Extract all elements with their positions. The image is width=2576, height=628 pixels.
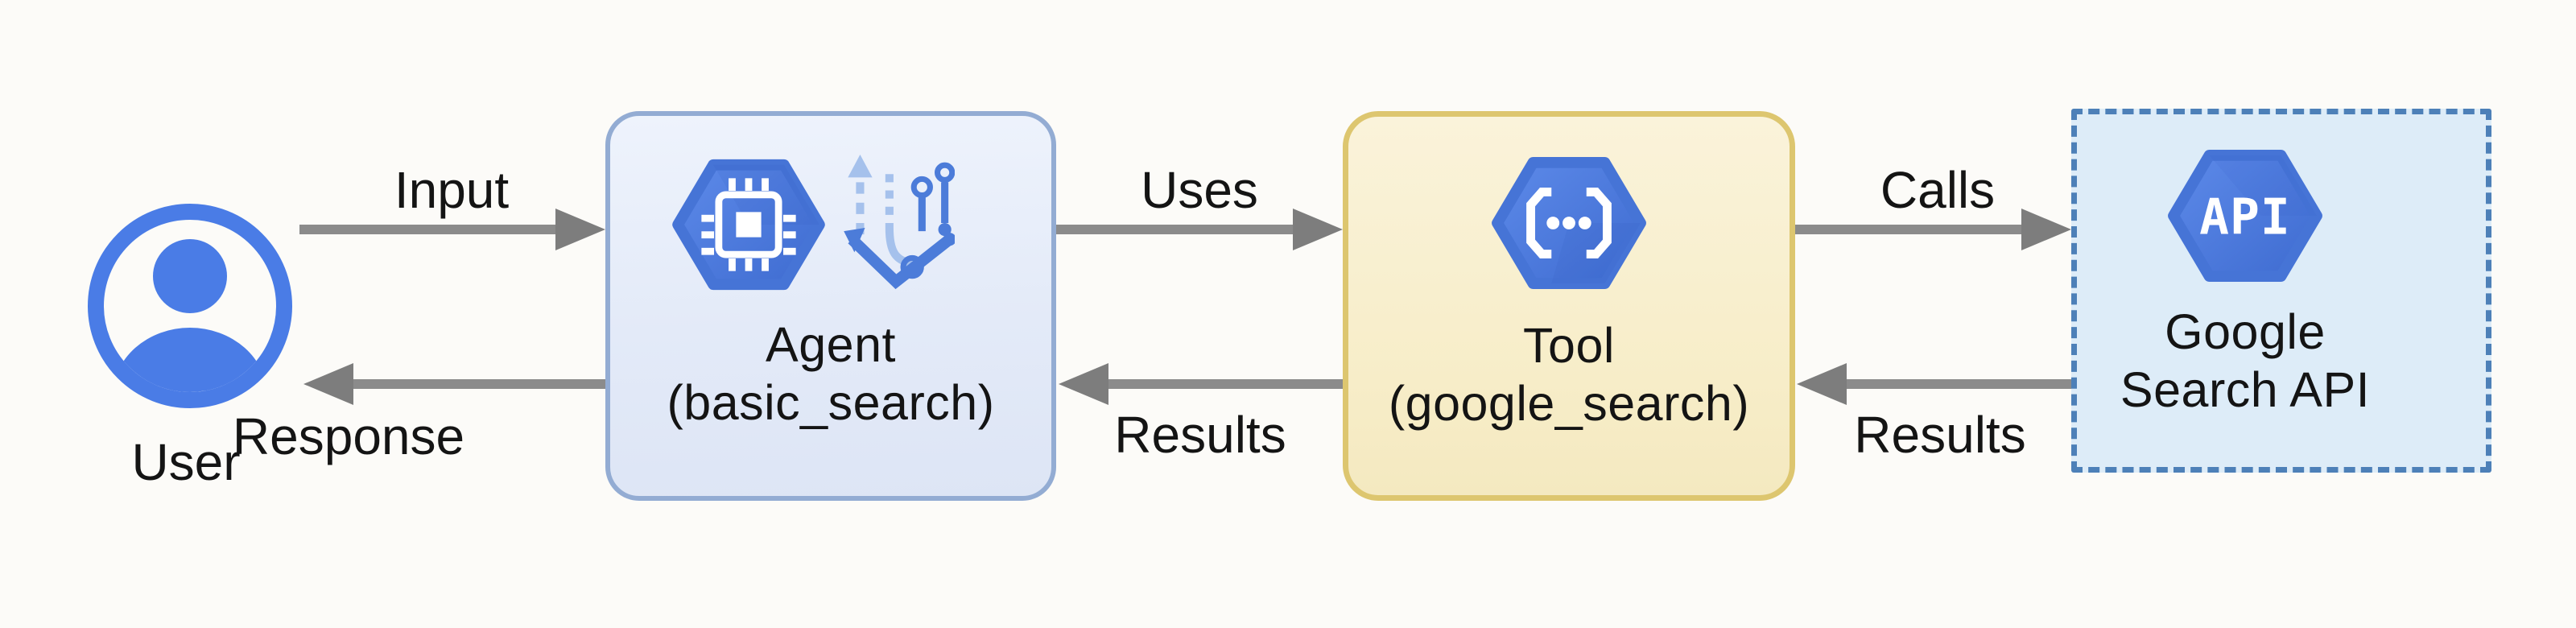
edge-label-uses: Uses	[1141, 161, 1258, 219]
results-arrow-tool-to-agent	[1059, 363, 1343, 405]
tool-subtitle: (google_search)	[1388, 376, 1750, 431]
api-hexagon-icon: API	[2168, 149, 2322, 283]
branching-paths-icon	[844, 155, 955, 290]
agent-title: Agent	[766, 317, 896, 372]
uses-arrow	[1056, 209, 1343, 250]
input-arrow	[299, 209, 605, 250]
results-arrow-api-to-tool	[1797, 363, 2071, 405]
tool-node-label: Tool (google_search)	[1348, 316, 1790, 432]
api-title: Google	[2165, 304, 2326, 359]
tool-node: Tool (google_search)	[1343, 111, 1795, 501]
cpu-chip-hexagon-icon	[672, 159, 825, 291]
api-node-label: Google Search API	[2041, 303, 2450, 419]
edge-label-response: Response	[232, 407, 465, 465]
response-arrow	[303, 363, 605, 405]
user-node-label: User	[131, 433, 241, 491]
edge-label-results-tool: Results	[1114, 406, 1286, 464]
agent-node: Agent (basic_search)	[605, 111, 1056, 501]
edge-label-results-api: Results	[1854, 406, 2026, 464]
google-search-api-node: API Google Search API	[2071, 109, 2491, 473]
api-subtitle: Search API	[2120, 362, 2371, 417]
user-avatar-icon	[88, 204, 292, 408]
code-brackets-hexagon-icon	[1492, 156, 1646, 290]
calls-arrow	[1795, 209, 2071, 250]
api-icon-text: API	[2199, 189, 2291, 246]
tool-title: Tool	[1523, 318, 1615, 373]
edge-label-calls: Calls	[1880, 161, 1996, 219]
edge-label-input: Input	[394, 161, 510, 219]
agent-subtitle: (basic_search)	[667, 375, 995, 430]
agent-node-label: Agent (basic_search)	[610, 316, 1051, 432]
